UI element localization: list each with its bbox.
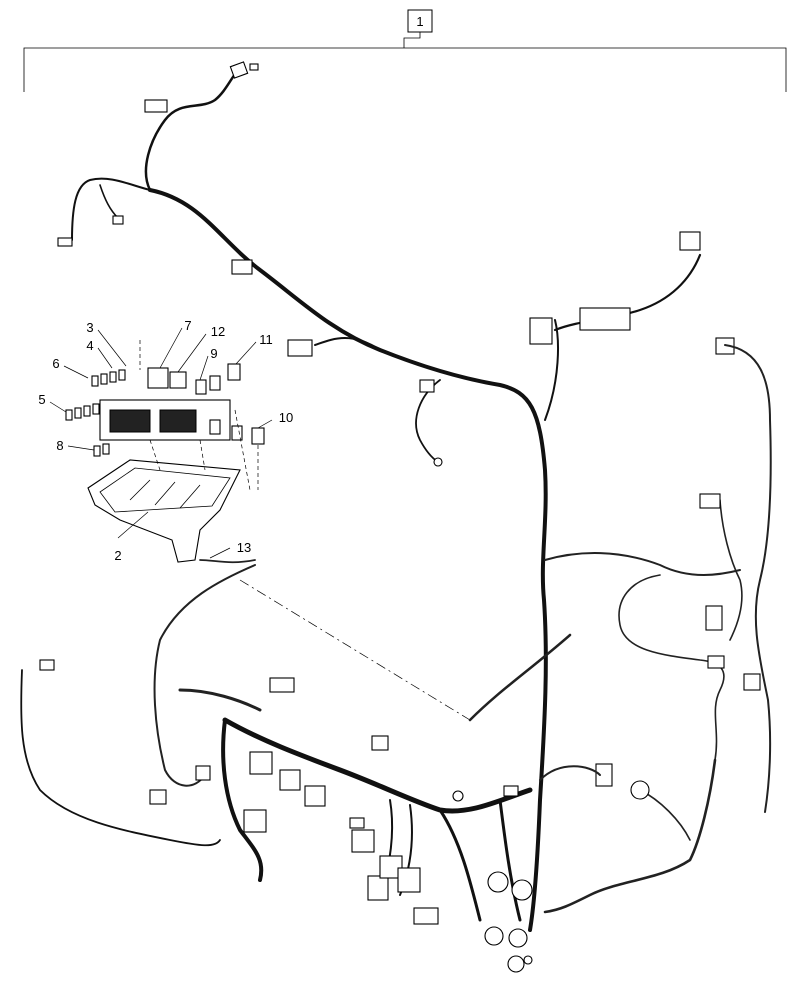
callout-9: 9 (210, 346, 217, 361)
relay-7 (147, 367, 169, 389)
fuse-relay-box (65, 340, 265, 564)
main-harness-trunk (71, 68, 702, 932)
callout-8: 8 (56, 438, 63, 453)
callout-7: 7 (184, 318, 191, 333)
assembly-bracket: 1 (23, 9, 787, 92)
callout-13: 13 (237, 540, 251, 555)
callout-11: 11 (259, 332, 273, 347)
callout-2: 2 (114, 548, 121, 563)
left-harness (20, 564, 256, 847)
callout-1: 1 (416, 14, 423, 29)
relay-12 (169, 371, 187, 389)
right-harness (543, 344, 772, 914)
fuse-row (65, 369, 126, 457)
callout-3: 3 (86, 320, 93, 335)
callout-leaders (49, 327, 273, 559)
callout-labels: 2 3 4 5 6 7 8 9 10 11 12 13 (38, 318, 293, 563)
callout-4: 4 (86, 338, 93, 353)
central-harness-cluster (178, 633, 601, 973)
upper-connectors (57, 61, 735, 467)
callout-12: 12 (211, 324, 225, 339)
callout-10: 10 (279, 410, 293, 425)
callout-6: 6 (52, 356, 59, 371)
callout-5: 5 (38, 392, 45, 407)
